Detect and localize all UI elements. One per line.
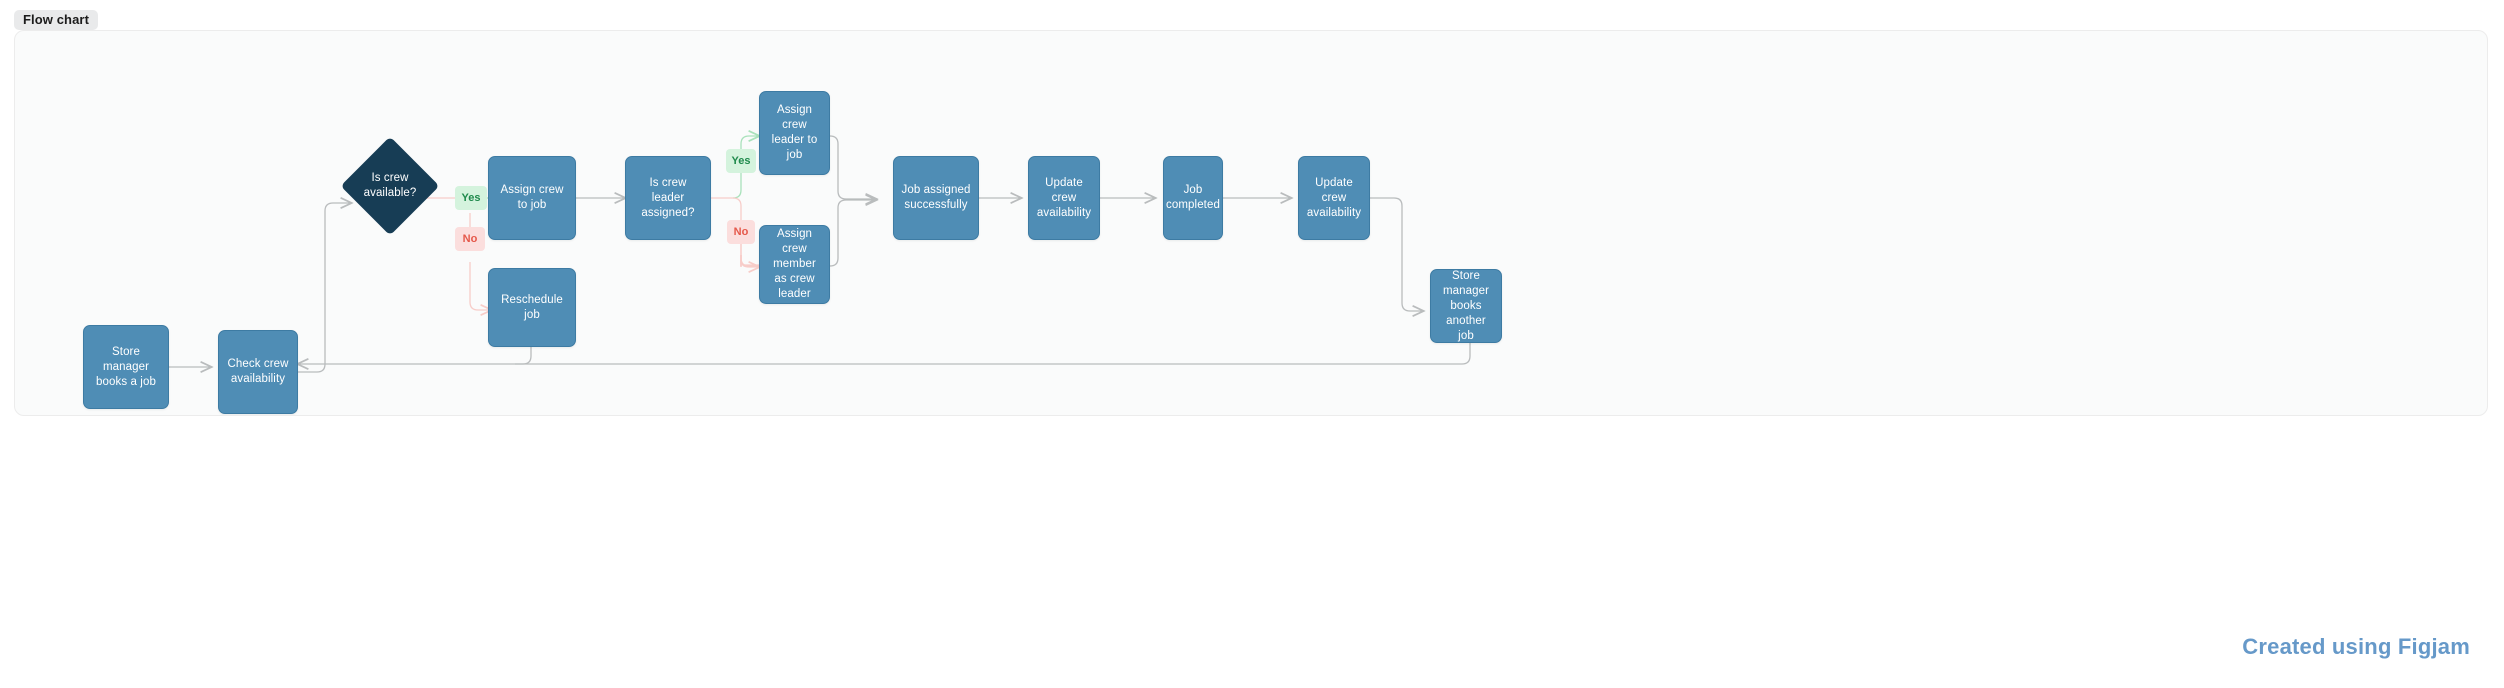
node-check-crew-availability[interactable]: Check crew availability xyxy=(218,330,298,414)
node-label: Store manager books another job xyxy=(1442,269,1490,342)
node-store-manager-books-a-job[interactable]: Store manager books a job xyxy=(83,325,169,409)
edge-leader-no-spine-upper xyxy=(732,197,742,220)
edge-update-2-to-books-another-job xyxy=(1370,197,1423,311)
node-job-assigned-successfully[interactable]: Job assigned successfully xyxy=(893,156,979,240)
node-assign-crew-member-as-crew-leader[interactable]: Assign crew member as crew leader xyxy=(759,225,830,304)
edge-no-to-reschedule xyxy=(469,262,491,310)
node-label: Update crew availability xyxy=(1306,176,1362,219)
edge-assign-crew-leader-to-job-assigned xyxy=(829,135,876,199)
footer-attribution: Created using Figjam xyxy=(2242,634,2470,659)
node-job-completed[interactable]: Job completed xyxy=(1163,156,1223,240)
edge-label-text: Yes xyxy=(731,154,751,167)
edge-assign-crew-member-to-job-assigned xyxy=(829,200,876,267)
edge-label-text: No xyxy=(733,225,749,238)
edge-label-no-crew-leader: No xyxy=(727,220,755,244)
node-label: Assign crew to job xyxy=(500,184,564,211)
node-label: Is crew available? xyxy=(363,172,417,199)
edge-label-no-crew-available: No xyxy=(455,227,485,251)
node-reschedule-job[interactable]: Reschedule job xyxy=(488,268,576,347)
node-update-crew-availability-2[interactable]: Update crew availability xyxy=(1298,156,1370,240)
node-label: Is crew leader assigned? xyxy=(641,176,695,219)
edge-reschedule-to-loopback xyxy=(515,347,532,365)
edge-leader-no-spine-mid10 xyxy=(740,255,759,266)
node-update-crew-availability-1[interactable]: Update crew availability xyxy=(1028,156,1100,240)
node-label: Assign crew leader to job xyxy=(771,104,818,161)
edge-books-another-job-loopback xyxy=(531,343,1471,365)
flowchart-canvas[interactable]: Store manager books a job Check crew ava… xyxy=(14,30,2488,416)
node-assign-crew-to-job[interactable]: Assign crew to job xyxy=(488,156,576,240)
edge-label-yes-crew-leader: Yes xyxy=(726,149,756,173)
node-store-manager-books-another-job[interactable]: Store manager books another job xyxy=(1430,269,1502,343)
node-label: Reschedule job xyxy=(501,293,563,321)
edge-label-text: No xyxy=(462,232,478,245)
page-title-badge: Flow chart xyxy=(14,10,99,30)
node-label: Check crew availability xyxy=(227,358,289,385)
node-label: Store manager books a job xyxy=(96,345,156,388)
edge-label-text: Yes xyxy=(461,191,481,204)
node-label: Job assigned successfully xyxy=(901,184,971,211)
node-is-crew-leader-assigned[interactable]: Is crew leader assigned? xyxy=(625,156,711,240)
edge-no-to-assign-crew-member xyxy=(740,255,759,267)
node-is-crew-available[interactable]: Is crew available? xyxy=(340,136,440,236)
node-label: Job completed xyxy=(1166,184,1220,211)
node-label: Update crew availability xyxy=(1036,176,1092,219)
edge-label-yes-crew-available: Yes xyxy=(455,186,487,210)
node-label: Assign crew member as crew leader xyxy=(773,228,816,300)
edge-yes-to-assign-crew-leader xyxy=(732,136,759,199)
node-assign-crew-leader-to-job[interactable]: Assign crew leader to job xyxy=(759,91,830,175)
edge-check-crew-to-decision xyxy=(290,203,351,373)
